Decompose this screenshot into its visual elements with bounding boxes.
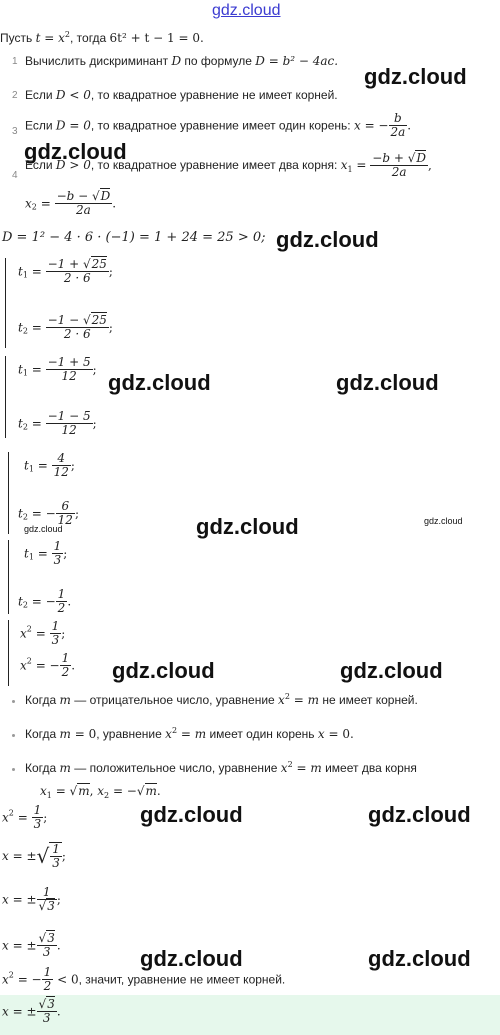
step-1: Вычислить дискриминант D по формуле D = … <box>25 54 339 68</box>
answer-highlight <box>0 995 500 1035</box>
watermark: gdz.cloud <box>364 64 467 89</box>
watermark: gdz.cloud <box>140 946 243 971</box>
discriminant-line: D = 1² − 4 · 6 · (−1) = 1 + 24 = 25 > 0; <box>2 230 266 245</box>
system-bracket <box>8 452 9 534</box>
bullet-dot <box>12 734 15 737</box>
bullet-3: Когда m — положительное число, уравнение… <box>25 760 417 775</box>
watermark: gdz.cloud <box>336 370 439 395</box>
system-bracket <box>8 540 9 614</box>
watermark-small: gdz.cloud <box>24 524 63 534</box>
step-number: 4 <box>12 170 18 181</box>
system-bracket <box>5 356 6 438</box>
intro-line: Пусть t = x2, тогда 6t² + t − 1 = 0. <box>0 30 204 45</box>
step-3: Если D = 0, то квадратное уравнение имее… <box>25 111 412 139</box>
step-number: 3 <box>12 126 18 137</box>
bullet-3-roots: x1 = √m, x2 = −√m. <box>40 783 161 800</box>
bullet-dot <box>12 768 15 771</box>
bullet-dot <box>12 700 15 703</box>
watermark: gdz.cloud <box>340 658 443 683</box>
watermark-small: gdz.cloud <box>424 516 463 526</box>
watermark-top[interactable]: gdz.cloud <box>212 2 281 19</box>
watermark: gdz.cloud <box>112 658 215 683</box>
watermark: gdz.cloud <box>276 227 379 252</box>
watermark: gdz.cloud <box>368 802 471 827</box>
step-4: Если D > 0, то квадратное уравнение имее… <box>25 150 432 179</box>
step-number: 1 <box>12 56 18 67</box>
step-2: Если D < 0, то квадратное уравнение не и… <box>25 88 338 102</box>
system-bracket <box>8 620 9 686</box>
watermark: gdz.cloud <box>140 802 243 827</box>
step-number: 2 <box>12 90 18 101</box>
watermark: gdz.cloud <box>24 139 127 164</box>
watermark: gdz.cloud <box>368 946 471 971</box>
watermark: gdz.cloud <box>196 514 299 539</box>
bullet-2: Когда m = 0, уравнение x2 = m имеет один… <box>25 726 354 741</box>
bullet-1: Когда m — отрицательное число, уравнение… <box>25 692 418 707</box>
watermark: gdz.cloud <box>108 370 211 395</box>
system-bracket <box>5 258 6 348</box>
x-root-2: x = ±1√3; <box>2 885 61 913</box>
